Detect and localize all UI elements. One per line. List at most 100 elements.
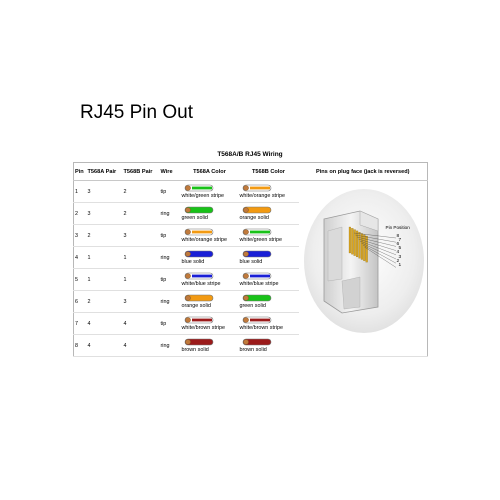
wire-icon (182, 206, 214, 214)
page-title: RJ45 Pin Out (80, 102, 193, 123)
wire-color-label: white/blue stripe (181, 281, 221, 287)
wire-icon (182, 272, 214, 280)
t568b-pair-cell: 4 (122, 334, 160, 357)
pin-cell: 3 (73, 224, 87, 247)
wire-icon (240, 272, 272, 280)
wire-cell: tip (159, 268, 181, 291)
wire-cell: tip (159, 224, 181, 247)
wire-color-label: blue solid (239, 259, 263, 265)
wire-icon (182, 184, 214, 192)
header-plug-face: Pins on plug face (jack is reversed) (298, 162, 428, 181)
rj45-plug-image (302, 188, 427, 341)
t568b-color-cell: white/blue stripe (238, 268, 299, 291)
t568b-pair-cell: 2 (122, 202, 160, 225)
t568b-pair-cell: 1 (122, 246, 160, 269)
t568b-pair-cell: 4 (122, 312, 160, 335)
wire-icon (182, 250, 214, 258)
t568a-pair-cell: 1 (86, 246, 123, 269)
header-t568b-pair: T568B Pair (122, 162, 160, 181)
t568a-color-cell: white/brown stripe (180, 312, 239, 335)
t568a-pair-cell: 4 (86, 312, 123, 335)
wire-cell: ring (159, 202, 181, 225)
table-header-row: Pin T568A Pair T568B Pair Wire T568A Col… (73, 162, 428, 181)
wire-icon (182, 294, 214, 302)
pin-cell: 5 (73, 268, 87, 291)
wiring-table: Pin T568A Pair T568B Pair Wire T568A Col… (73, 162, 428, 357)
wire-color-label: blue solid (181, 259, 205, 265)
wire-color-label: brown solid (239, 347, 267, 353)
pin-number-label: 4 (396, 250, 400, 256)
t568a-pair-cell: 3 (86, 202, 123, 225)
t568a-color-cell: blue solid (180, 246, 239, 269)
pin-position-label: Pin Position (385, 224, 410, 230)
header-t568a-color: T568A Color (180, 162, 239, 181)
pin-number-label: 8 (396, 233, 400, 239)
wire-color-label: white/green stripe (181, 193, 225, 199)
pin-number-label: 1 (398, 262, 402, 268)
header-wire: Wire (159, 162, 181, 181)
wire-icon (182, 316, 214, 324)
wire-color-label: white/blue stripe (239, 281, 279, 287)
pin-cell: 7 (73, 312, 87, 335)
t568b-color-cell: white/orange stripe (238, 180, 299, 203)
wire-color-label: orange solid (239, 215, 269, 221)
wire-cell: ring (159, 290, 181, 313)
wire-cell: ring (159, 246, 181, 269)
wire-cell: ring (159, 334, 181, 357)
wire-color-label: white/orange stripe (181, 237, 228, 243)
pin-cell: 6 (73, 290, 87, 313)
t568a-color-cell: white/blue stripe (180, 268, 239, 291)
t568b-pair-cell: 3 (122, 224, 160, 247)
wire-color-label: white/green stripe (239, 237, 283, 243)
wire-icon (240, 206, 272, 214)
wire-icon (240, 184, 272, 192)
t568b-color-cell: green solid (238, 290, 299, 313)
pin-number-label: 7 (398, 237, 402, 243)
pin-cell: 8 (73, 334, 87, 357)
wire-cell: tip (159, 312, 181, 335)
t568b-color-cell: orange solid (238, 202, 299, 225)
wire-color-label: white/brown stripe (181, 325, 225, 331)
t568b-color-cell: blue solid (238, 246, 299, 269)
wire-icon (240, 316, 272, 324)
pin-number-label: 6 (396, 241, 400, 247)
wire-color-label: brown solid (181, 347, 209, 353)
t568a-pair-cell: 2 (86, 224, 123, 247)
wire-icon (240, 228, 272, 236)
t568a-pair-cell: 2 (86, 290, 123, 313)
t568b-pair-cell: 1 (122, 268, 160, 291)
wire-color-label: green solid (181, 215, 208, 221)
pin-cell: 1 (73, 180, 87, 203)
t568a-color-cell: white/orange stripe (180, 224, 239, 247)
wire-color-label: green solid (239, 303, 266, 309)
t568b-pair-cell: 3 (122, 290, 160, 313)
t568b-pair-cell: 2 (122, 180, 160, 203)
pin-number-label: 2 (396, 258, 400, 264)
t568a-color-cell: brown solid (180, 334, 239, 357)
wire-icon (240, 250, 272, 258)
wire-icon (240, 294, 272, 302)
t568b-color-cell: brown solid (238, 334, 299, 357)
wire-icon (240, 338, 272, 346)
header-t568b-color: T568B Color (238, 162, 299, 181)
wire-icon (182, 338, 214, 346)
wire-icon (182, 228, 214, 236)
t568b-color-cell: white/brown stripe (238, 312, 299, 335)
wire-cell: tip (159, 180, 181, 203)
pin-cell: 2 (73, 202, 87, 225)
t568a-color-cell: white/green stripe (180, 180, 239, 203)
pin-cell: 4 (73, 246, 87, 269)
t568a-pair-cell: 1 (86, 268, 123, 291)
header-pin: Pin (73, 162, 87, 181)
wire-color-label: orange solid (181, 303, 211, 309)
t568b-color-cell: white/green stripe (238, 224, 299, 247)
